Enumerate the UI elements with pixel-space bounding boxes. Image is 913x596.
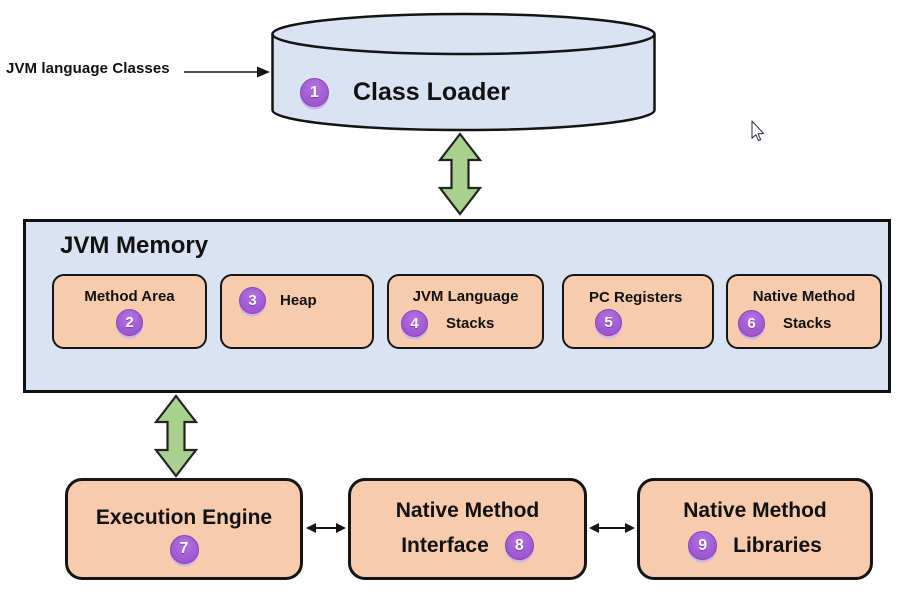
jvm-memory-panel: JVM Memory Method Area 2 3 Heap JVM Lang… [23,219,891,393]
class-loader-cylinder [271,12,656,132]
step-badge-3: 3 [239,287,266,314]
input-label: JVM language Classes [6,60,170,77]
double-arrow-memory-engine [153,394,199,478]
double-arrow-engine-nmi [306,523,346,533]
mouse-cursor-icon [751,120,764,142]
step-badge-1: 1 [300,78,329,107]
component-heap: 3 Heap [220,274,374,349]
component-method-area: Method Area 2 [52,274,207,349]
execution-engine-box: Execution Engine 7 [65,478,303,580]
jvm-memory-title: JVM Memory [60,232,209,259]
jvm-language-stacks-label-line2: Stacks [446,314,495,332]
input-arrow [184,66,270,78]
native-method-libraries-box: Native Method 9 Libraries [637,478,873,580]
double-arrow-loader-memory [437,132,483,216]
step-badge-4: 4 [401,309,428,337]
class-loader: 1 Class Loader [300,78,620,107]
component-native-method-stacks: Native Method 6 Stacks [726,274,882,349]
method-area-label: Method Area [84,288,175,305]
heap-label: Heap [280,292,317,309]
execution-engine-label: Execution Engine [95,505,273,529]
class-loader-label: Class Loader [353,78,511,106]
step-badge-2: 2 [116,309,143,336]
native-method-interface-label-line1: Native Method [395,499,540,522]
step-badge-6: 6 [738,309,765,337]
native-method-interface-label-line2: Interface [401,533,489,557]
component-jvm-language-stacks: JVM Language 4 Stacks [387,274,544,349]
pc-registers-label: PC Registers [589,288,683,306]
double-arrow-nmi-nml [589,523,635,533]
step-badge-8: 8 [504,531,534,560]
step-badge-9: 9 [688,531,718,560]
step-badge-5: 5 [595,308,622,336]
jvm-language-stacks-label-line1: JVM Language [412,287,519,305]
native-method-libraries-label-line2: Libraries [733,533,822,557]
component-pc-registers: PC Registers 5 [562,274,714,349]
native-method-libraries-label-line1: Native Method [683,499,827,522]
step-badge-7: 7 [169,534,199,564]
native-method-stacks-label-line2: Stacks [783,314,832,332]
native-method-stacks-label-line1: Native Method [752,287,856,305]
native-method-interface-box: Native Method Interface 8 [348,478,587,580]
